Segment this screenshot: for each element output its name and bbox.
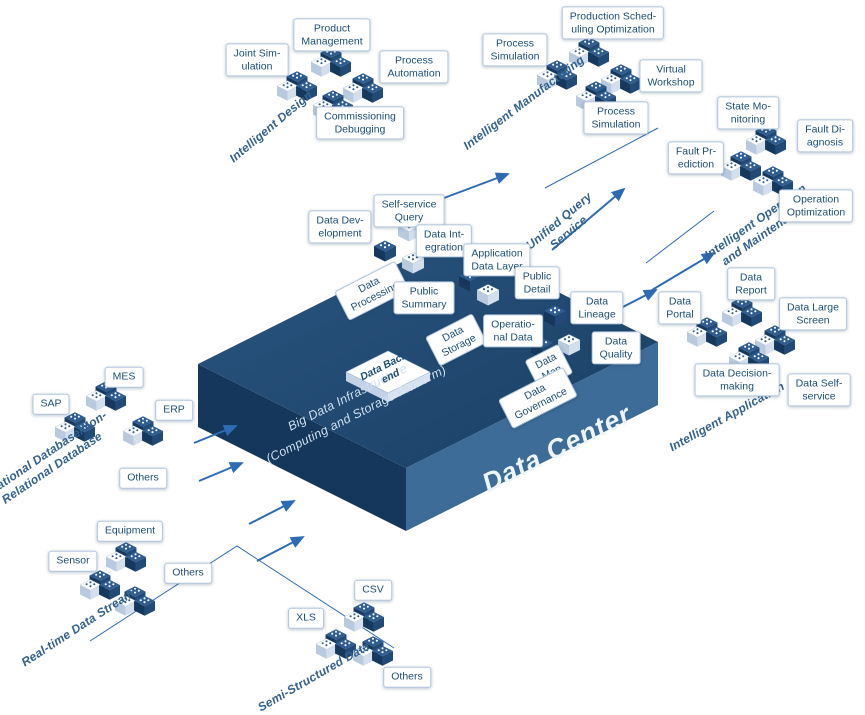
- box-semi-others: Others: [383, 666, 431, 688]
- box-process-simulation-a: Process Simulation: [482, 33, 548, 67]
- equipment-cubes-icon: [106, 542, 146, 572]
- box-xls: XLS: [288, 607, 324, 629]
- box-data-report: Data Report: [727, 267, 775, 301]
- box-sap: SAP: [32, 393, 70, 415]
- operation-connector-line: [645, 210, 715, 264]
- box-joint-simulation: Joint Sim- ulation: [225, 43, 289, 77]
- box-data-quality: Data Quality: [591, 331, 641, 365]
- arrow-to-design: [435, 172, 510, 202]
- box-relational-others: Others: [119, 467, 167, 489]
- platform-cube-icon: [374, 240, 396, 262]
- arrow-unified-query: [551, 187, 626, 251]
- arrow-to-operation: [651, 251, 716, 291]
- box-product-management: Product Management: [293, 18, 371, 52]
- box-fault-diagnosis: Fault Di- agnosis: [797, 119, 853, 153]
- arrow-realtime-2: [256, 536, 305, 562]
- box-process-simulation-b: Process Simulation: [583, 101, 649, 135]
- box-data-integration: Data Int- egration: [415, 224, 473, 258]
- box-operational-data: Operatio- nal Data: [483, 314, 543, 348]
- platform-cube-icon: [477, 284, 499, 306]
- box-sensor: Sensor: [48, 550, 98, 572]
- box-commissioning-debugging: Commissioning Debugging: [316, 106, 404, 140]
- box-operation-optimization: Operation Optimization: [778, 189, 854, 223]
- platform-left-face: [198, 364, 406, 531]
- box-erp: ERP: [155, 399, 193, 421]
- arrow-to-portal: [616, 289, 658, 311]
- data-backend-tile: [345, 350, 431, 402]
- erp-cubes-icon: [123, 416, 163, 446]
- arrow-realtime-1: [248, 500, 296, 525]
- box-fault-prediction: Fault Pr- ediction: [667, 141, 725, 175]
- box-virtual-workshop: Virtual Workshop: [639, 59, 703, 93]
- box-mes: MES: [104, 366, 144, 388]
- box-data-lineage: Data Lineage: [570, 291, 624, 325]
- box-equipment: Equipment: [96, 520, 164, 542]
- application-cubes-icon: [722, 297, 762, 327]
- flow-arrows: [193, 172, 716, 562]
- box-realtime-others: Others: [164, 562, 212, 584]
- arrow-relational-1: [193, 424, 238, 444]
- csv-cubes-icon: [344, 602, 384, 632]
- box-data-portal: Data Portal: [658, 291, 702, 325]
- box-data-self-service: Data Self- service: [787, 373, 851, 407]
- box-data-decision-making: Data Decision- making: [694, 363, 780, 397]
- box-production-scheduling: Production Sched- uling Optimization: [561, 6, 665, 40]
- box-public-detail: Public Detail: [514, 266, 560, 300]
- box-self-service-query: Self-service Query: [373, 194, 445, 228]
- manufacturing-connector-line: [544, 127, 659, 189]
- box-public-summary: Public Summary: [393, 281, 455, 315]
- arrow-relational-2: [198, 462, 244, 482]
- platform-right-face: [406, 342, 658, 531]
- box-state-monitoring: State Mo- nitoring: [717, 96, 779, 130]
- platform-cube-icon: [544, 305, 566, 327]
- box-csv: CSV: [354, 579, 392, 601]
- box-data-development: Data Dev- elopment: [308, 210, 372, 244]
- box-data-large-screen: Data Large Screen: [779, 297, 847, 331]
- box-process-automation: Process Automation: [379, 50, 449, 84]
